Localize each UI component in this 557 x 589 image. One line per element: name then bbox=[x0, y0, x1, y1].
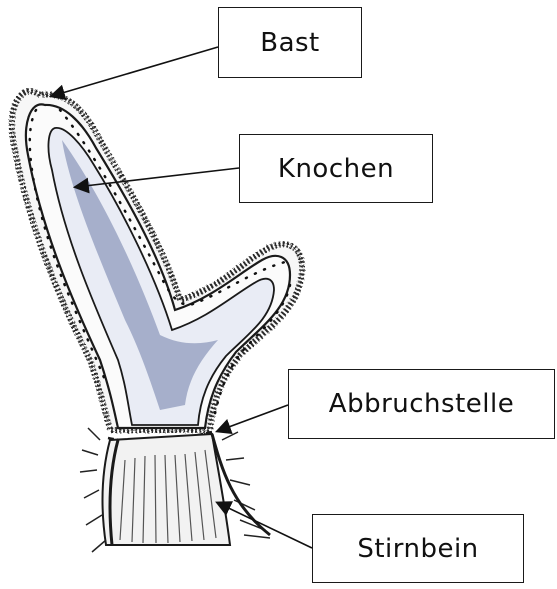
label-bast: Bast bbox=[218, 7, 362, 78]
pointer-abbruchstelle bbox=[218, 405, 288, 431]
pointer-stirnbein bbox=[218, 503, 312, 548]
pointer-bast bbox=[52, 47, 218, 96]
label-knochen: Knochen bbox=[239, 134, 433, 203]
label-abbruchstelle: Abbruchstelle bbox=[288, 369, 555, 439]
label-stirnbein: Stirnbein bbox=[312, 514, 524, 583]
